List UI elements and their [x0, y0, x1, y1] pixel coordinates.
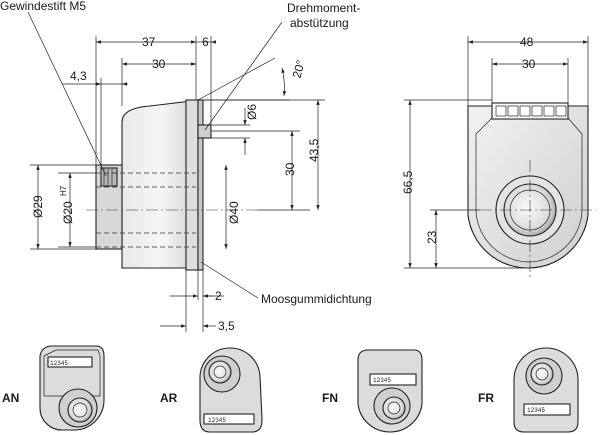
label-torque-support-1: Drehmoment-	[287, 1, 360, 15]
dim-phi20-tolerance: H7	[59, 185, 68, 196]
variant-fr: FR 12345	[478, 347, 579, 433]
variant-ar: AR 12345	[160, 347, 263, 433]
side-view: 37 6 30 4,3 20° Ø6 30 43,5	[0, 0, 372, 333]
label-set-screw: Gewindestift M5	[0, 0, 86, 13]
dim-phi20: Ø20	[61, 201, 75, 224]
variant-fn-digits: 12345	[373, 377, 391, 384]
variant-an: AN 12345	[2, 345, 105, 431]
dim-6: 6	[202, 35, 209, 49]
variant-ar-label: AR	[160, 391, 178, 405]
dim-phi6: Ø6	[245, 104, 259, 120]
dim-30-front: 30	[522, 57, 536, 71]
variant-fr-label: FR	[478, 391, 494, 405]
dim-phi40: Ø40	[227, 201, 241, 224]
label-torque-support-2: abstützung	[290, 16, 349, 30]
dim-43-5: 43,5	[307, 138, 321, 162]
dim-37: 37	[142, 35, 156, 49]
variant-ar-digits: 12345	[208, 417, 226, 424]
dim-2: 2	[215, 289, 222, 303]
dim-4-3: 4,3	[70, 69, 87, 83]
variant-an-digits: 12345	[50, 360, 68, 367]
variant-fn: FN 12345	[322, 349, 423, 433]
dim-angle: 20°	[290, 58, 308, 79]
variant-fn-label: FN	[322, 391, 338, 405]
variant-fr-digits: 12345	[527, 407, 545, 414]
counter-cells-front	[495, 105, 567, 117]
dim-23: 23	[425, 230, 439, 244]
variant-an-label: AN	[2, 391, 19, 405]
dim-phi29: Ø29	[31, 195, 45, 218]
front-view: 48 30 66,5 23	[401, 35, 596, 280]
label-sponge-seal: Moosgummidichtung	[261, 292, 372, 306]
dim-3-5: 3,5	[218, 319, 235, 333]
dim-66-5: 66,5	[401, 170, 415, 194]
dim-48: 48	[520, 35, 534, 49]
dim-30-vertical: 30	[283, 162, 297, 176]
variants-row: AN 12345 AR 12345 FN 12345	[2, 345, 579, 433]
dim-30-side: 30	[152, 57, 166, 71]
